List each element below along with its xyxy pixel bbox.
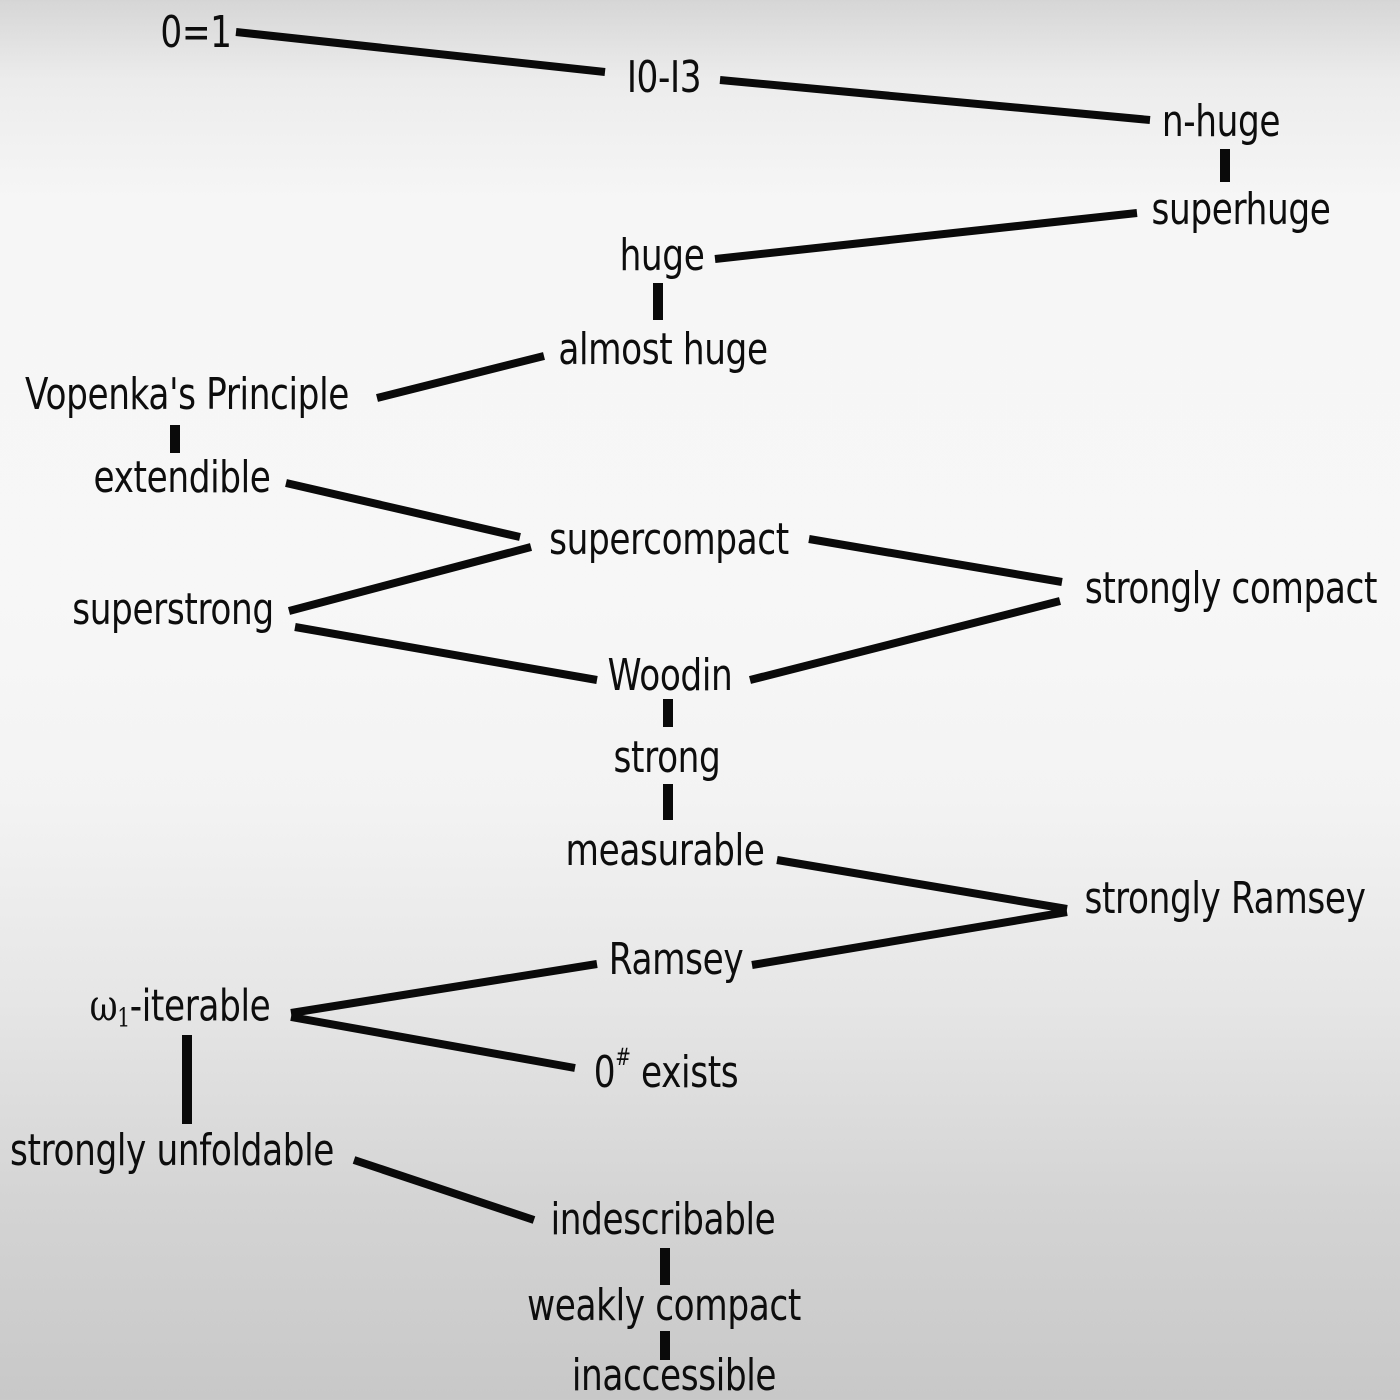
- node-strong: strong: [613, 732, 721, 783]
- node-vopenka-principle: Vopenka's Principle: [25, 369, 349, 420]
- node-inaccessible: inaccessible: [571, 1350, 777, 1400]
- node-supercompact: supercompact: [549, 514, 789, 565]
- sharp-superscript: #: [615, 1043, 631, 1071]
- edge-stronglycompact-woodin: [749, 597, 1061, 684]
- node-n-huge: n-huge: [1161, 96, 1281, 147]
- omega-symbol: ω: [89, 980, 118, 1032]
- edge-superstrong-woodin: [294, 623, 598, 684]
- edge-almosthuge-vopenka: [376, 352, 545, 402]
- node-extendible: extendible: [93, 452, 271, 503]
- node-superhuge: superhuge: [1151, 184, 1331, 235]
- node-strongly-compact: strongly compact: [1084, 563, 1378, 614]
- node-superstrong: superstrong: [72, 584, 274, 635]
- node-weakly-compact: weakly compact: [527, 1280, 801, 1331]
- node-ramsey: Ramsey: [608, 934, 744, 985]
- edge-extendible-supercompact: [285, 479, 521, 541]
- node-huge: huge: [619, 230, 705, 281]
- edge-0eq1-i0i3: [235, 28, 606, 76]
- edge-supercompact-stronglycompact: [808, 535, 1063, 586]
- edge-superhuge-huge: [714, 209, 1138, 263]
- node-indescribable: indescribable: [550, 1194, 776, 1245]
- node-almost-huge: almost huge: [558, 324, 768, 375]
- node-zero-sharp-exists: 0# exists: [573, 1045, 758, 1095]
- node-strongly-unfoldable: strongly unfoldable: [10, 1125, 334, 1176]
- node-woodin: Woodin: [607, 650, 733, 701]
- omega-subscript: 1: [117, 1003, 130, 1034]
- edge-ramsey-omega1iterable: [290, 960, 598, 1017]
- edge-stronglyramsey-ramsey: [751, 908, 1068, 969]
- iterable-suffix: -iterable: [129, 980, 271, 1032]
- edge-omega1iterable-zerosharp: [290, 1013, 576, 1072]
- node-omega1-iterable: ω1-iterable: [64, 984, 296, 1034]
- node-measurable: measurable: [565, 825, 765, 876]
- edge-measurable-stronglyramsey: [776, 856, 1068, 913]
- node-zero-eq-one: 0=1: [160, 7, 232, 58]
- node-i0-i3: I0-I3: [626, 52, 702, 103]
- exists-suffix: exists: [630, 1047, 739, 1098]
- edge-i0i3-nhuge: [719, 76, 1151, 124]
- edge-supercompact-superstrong: [287, 543, 533, 615]
- zero-sharp-base: 0: [593, 1047, 616, 1098]
- node-strongly-ramsey: strongly Ramsey: [1084, 873, 1366, 924]
- edge-stronglyunfoldable-indescribable: [352, 1156, 536, 1224]
